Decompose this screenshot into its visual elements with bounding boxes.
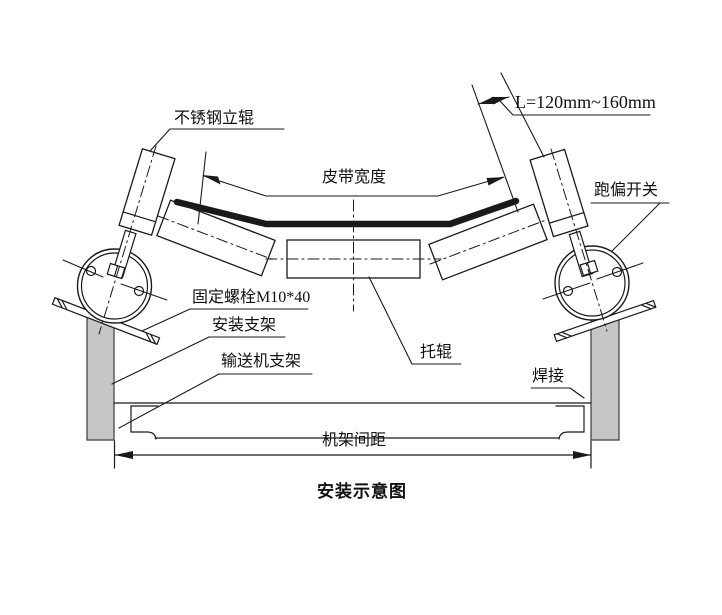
left-vertical-roller xyxy=(118,147,176,237)
conveyor-frame-beam xyxy=(113,402,592,440)
left-switch-body xyxy=(62,248,168,324)
label-vertical-roller: 不锈钢立辊 xyxy=(174,110,255,127)
right-switch-body xyxy=(542,245,644,321)
frame-spacing-dimension xyxy=(113,440,592,469)
right-mounting-post xyxy=(590,315,620,441)
label-frame-spacing: 机架间距 xyxy=(322,432,387,449)
label-idler-roller: 托辊 xyxy=(420,344,453,361)
right-wing-roller xyxy=(428,203,548,281)
center-lines xyxy=(98,145,608,335)
label-conveyor-frame: 输送机支架 xyxy=(221,353,302,370)
label-welding: 焊接 xyxy=(532,368,565,385)
label-gap-dimension: L=120mm~160mm xyxy=(515,92,656,112)
belt-line xyxy=(173,197,520,228)
belt-width-dimension xyxy=(202,175,505,197)
left-mounting-post xyxy=(86,311,115,441)
right-mount-plate xyxy=(553,299,657,343)
label-deviation-switch: 跑偏开关 xyxy=(594,182,659,199)
gap-dimension xyxy=(477,96,651,116)
extension-lines xyxy=(197,72,545,225)
label-fixing-bolt: 固定螺栓M10*40 xyxy=(192,289,311,306)
label-mounting-bracket: 安装支架 xyxy=(212,317,277,334)
label-leaders xyxy=(111,128,670,429)
label-belt-width: 皮带宽度 xyxy=(322,169,387,186)
diagram-title: 安装示意图 xyxy=(317,482,407,501)
left-switch-nut xyxy=(106,262,126,280)
right-vertical-roller xyxy=(529,148,589,238)
right-switch-nut xyxy=(579,259,599,277)
